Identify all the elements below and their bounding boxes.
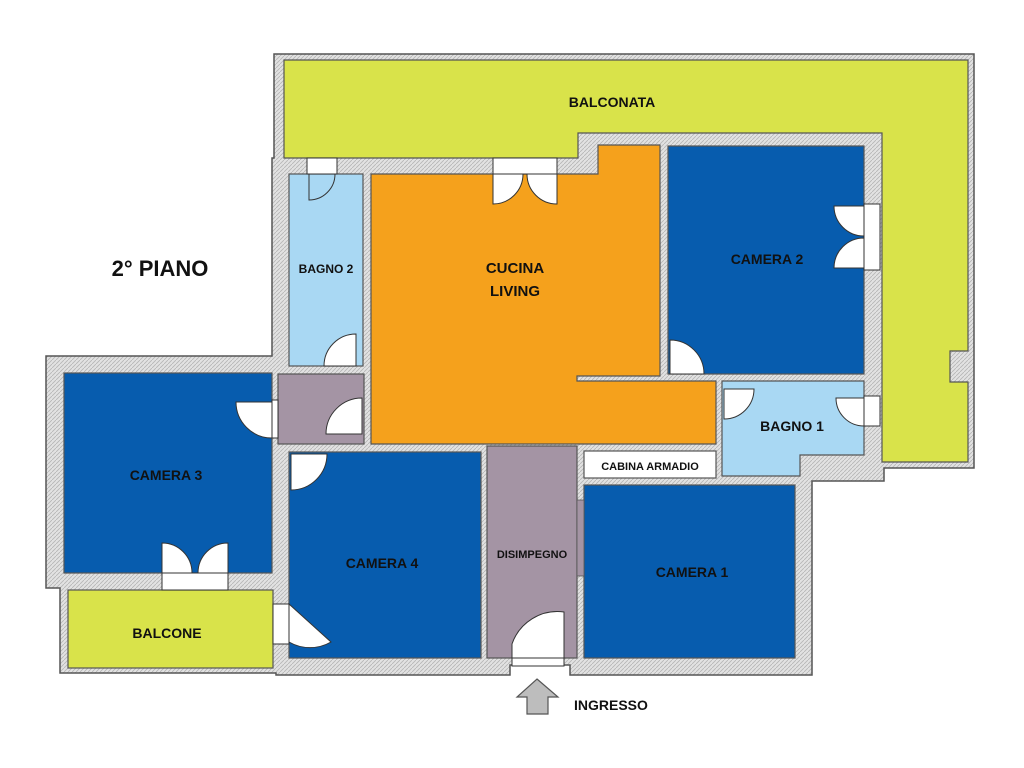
label-camera-2: CAMERA 2	[731, 251, 804, 267]
label-disimpegno: DISIMPEGNO	[497, 549, 568, 561]
door-swing-bottom	[833, 237, 865, 269]
doors	[161, 157, 881, 667]
door-swing-top	[833, 205, 865, 237]
door-camera-4-top-swing	[290, 453, 328, 491]
room-bagno-1	[721, 380, 865, 477]
door-swing-right	[526, 173, 558, 205]
door-camera-2-right	[863, 203, 881, 271]
door-bagno-2-swing	[323, 333, 357, 367]
label-ingresso: INGRESSO	[574, 697, 648, 713]
door-balcone-right	[197, 542, 229, 574]
room-balconata	[283, 59, 969, 463]
door-entrance	[511, 657, 565, 667]
door-camera-3-swing	[235, 401, 273, 439]
door-balcone-left	[161, 542, 193, 574]
door-bagno-2-top	[306, 157, 338, 175]
door-bagno-1-right-swing	[835, 397, 865, 427]
label-camera-4: CAMERA 4	[346, 555, 419, 571]
door-cucina-top	[492, 157, 558, 175]
door-swing	[308, 173, 336, 201]
floor-title: 2° PIANO	[112, 256, 209, 281]
room-camera-4	[288, 451, 482, 659]
label-bagno-2: BAGNO 2	[299, 262, 354, 276]
label-cabina-armadio: CABINA ARMADIO	[601, 461, 699, 473]
label-balconata: BALCONATA	[569, 94, 656, 110]
door-camera-4-balcone	[272, 603, 290, 645]
door-entrance-swing	[511, 611, 565, 659]
label-cucina: CUCINA	[486, 260, 544, 277]
door-bagno-1-right	[863, 395, 881, 427]
room-camera-2	[667, 145, 865, 375]
label-camera-1: CAMERA 1	[656, 564, 729, 580]
door-hall-swing	[325, 397, 363, 435]
label-balcone: BALCONE	[132, 625, 201, 641]
label-living: LIVING	[490, 283, 540, 300]
room-balcone	[67, 589, 274, 669]
door-camera-4-bottom-swing	[288, 602, 332, 649]
room-cabina-armadio	[583, 450, 717, 479]
room-cucina-living	[370, 144, 717, 445]
door-camera-2-swing	[669, 339, 705, 375]
up-arrow-icon	[515, 678, 560, 715]
door-camera-1-opening	[576, 499, 585, 577]
label-camera-3: CAMERA 3	[130, 467, 203, 483]
label-bagno-1: BAGNO 1	[760, 418, 824, 434]
door-swing-left	[492, 173, 524, 205]
door-camera-3-opening	[271, 399, 279, 439]
door-bagno-1-left-swing	[723, 388, 755, 420]
door-camera-3-balcone	[161, 572, 229, 591]
room-camera-1	[583, 484, 796, 659]
